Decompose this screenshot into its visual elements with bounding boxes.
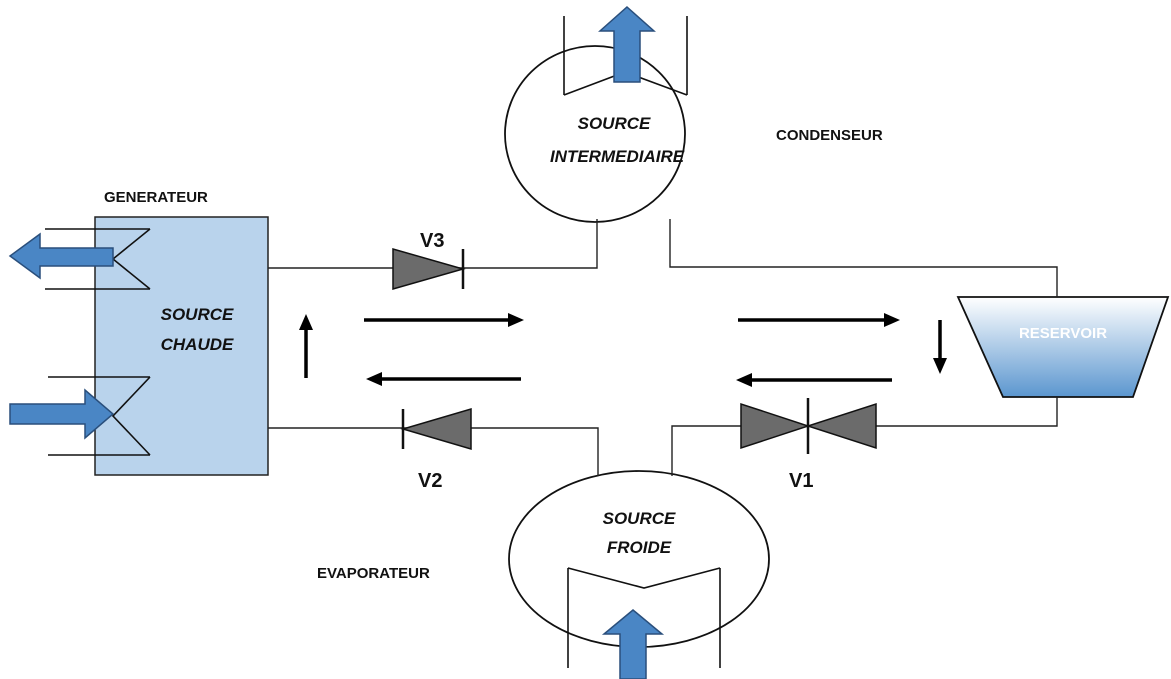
condenseur-label: CONDENSEUR bbox=[776, 127, 883, 144]
valve-v1-label: V1 bbox=[789, 470, 813, 492]
source-froide-line1: SOURCE bbox=[603, 509, 676, 528]
flow-arrows bbox=[299, 313, 947, 387]
valve-v2: V2 bbox=[400, 407, 472, 492]
source-intermediaire-line1: SOURCE bbox=[578, 114, 651, 133]
source-froide-line2: FROIDE bbox=[607, 538, 672, 557]
evaporator: SOURCE FROIDE bbox=[508, 470, 770, 679]
reservoir: RESERVOIR bbox=[956, 296, 1170, 398]
valve-v2-body bbox=[400, 407, 472, 451]
valve-v3-label: V3 bbox=[420, 230, 444, 252]
condenser-vessel bbox=[504, 45, 686, 223]
flow-arrow-down-icon bbox=[933, 320, 947, 374]
heat-out-arrow-icon bbox=[8, 232, 114, 280]
condenser: SOURCE INTERMEDIAIRE bbox=[504, 5, 688, 223]
flow-arrow-left-right-icon bbox=[736, 373, 892, 387]
heat-in-arrow-icon bbox=[9, 388, 115, 440]
valve-v3-body bbox=[392, 248, 466, 290]
heat-release-arrow-icon bbox=[598, 5, 656, 83]
source-chaude-line1: SOURCE bbox=[161, 305, 234, 324]
reservoir-label: RESERVOIR bbox=[1019, 325, 1107, 342]
flow-arrow-right-left-icon bbox=[364, 313, 524, 327]
valve-v1: V1 bbox=[740, 398, 877, 492]
heat-absorb-arrow-icon bbox=[601, 609, 665, 679]
generateur-label: GENERATEUR bbox=[104, 189, 208, 206]
valve-v3: V3 bbox=[392, 230, 466, 290]
evaporator-exchanger bbox=[567, 567, 721, 668]
source-intermediaire-line2: INTERMEDIAIRE bbox=[550, 147, 685, 166]
valve-v1-right bbox=[805, 402, 877, 450]
flow-arrow-left-left-icon bbox=[366, 372, 521, 386]
generator-inlet-exchanger bbox=[48, 376, 151, 456]
source-chaude-line2: CHAUDE bbox=[161, 335, 234, 354]
generator-box bbox=[94, 216, 269, 476]
reservoir-tank bbox=[956, 296, 1170, 398]
valve-v2-label: V2 bbox=[418, 470, 442, 492]
valve-v1-left bbox=[740, 402, 811, 450]
generator: SOURCE CHAUDE bbox=[8, 216, 269, 476]
flow-arrow-up-icon bbox=[299, 314, 313, 378]
evaporateur-label: EVAPORATEUR bbox=[317, 565, 430, 582]
flow-arrow-right-right-icon bbox=[738, 313, 900, 327]
